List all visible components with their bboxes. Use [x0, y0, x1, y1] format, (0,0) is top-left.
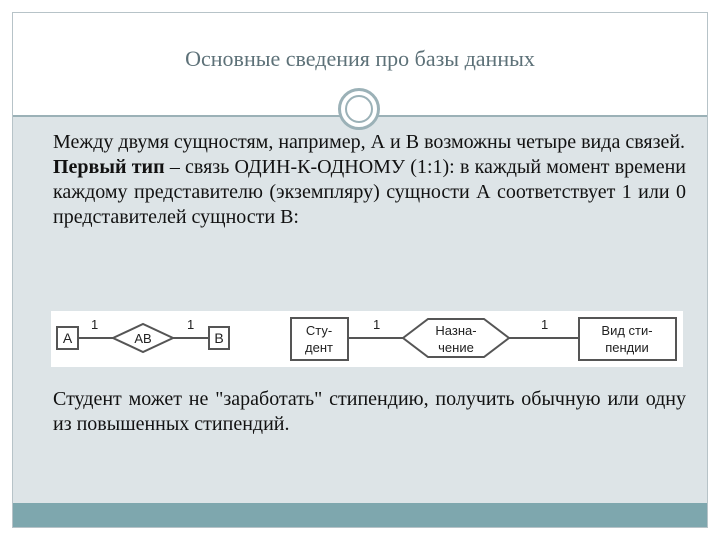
entity-a-label: А [63, 330, 73, 346]
intro-paragraph: Между двумя сущностям, например, А и В в… [53, 131, 686, 153]
slide-frame: Основные сведения про базы данных Между … [12, 12, 708, 528]
relation-assignment-line2: чение [438, 340, 474, 355]
er-diagram-svg: А 1 АВ 1 В Сту- дент 1 Назна- чение 1 [56, 317, 677, 361]
entity-student-box [290, 317, 349, 361]
entity-b-label: В [214, 330, 223, 346]
entity-scholarship-line1: Вид сти- [601, 323, 652, 338]
first-type-text: – связь ОДИН-К-ОДНОМУ (1:1): в каждый мо… [53, 156, 686, 228]
example-paragraph: Студент может не "заработать" стипендию,… [53, 388, 686, 435]
slide-title: Основные сведения про базы данных [185, 46, 535, 71]
first-type-paragraph: Первый тип – связь ОДИН-К-ОДНОМУ (1:1): … [53, 155, 686, 230]
entity-scholarship-line2: пендии [605, 340, 649, 355]
bottom-bar [13, 503, 707, 527]
circle-ornament-icon [338, 88, 380, 130]
first-type-label: Первый тип [53, 156, 165, 178]
left-cardinality-2: 1 [187, 317, 194, 332]
circle-ornament-inner [345, 95, 373, 123]
content-area: Между двумя сущностям, например, А и В в… [13, 117, 707, 503]
relation-assignment-line1: Назна- [435, 323, 476, 338]
example-text: Студент может не "заработать" стипендию,… [53, 387, 686, 437]
body-text: Между двумя сущностям, например, А и В в… [53, 130, 686, 230]
right-cardinality-2: 1 [541, 317, 548, 332]
relation-ab-label: АВ [134, 331, 151, 346]
entity-student-line2: дент [305, 340, 333, 355]
entity-scholarship-box [578, 317, 677, 361]
entity-student-line1: Сту- [306, 323, 332, 338]
left-cardinality-1: 1 [91, 317, 98, 332]
right-cardinality-1: 1 [373, 317, 380, 332]
er-diagram: А 1 АВ 1 В Сту- дент 1 Назна- чение 1 [51, 311, 683, 367]
entity-b-box [208, 326, 230, 350]
